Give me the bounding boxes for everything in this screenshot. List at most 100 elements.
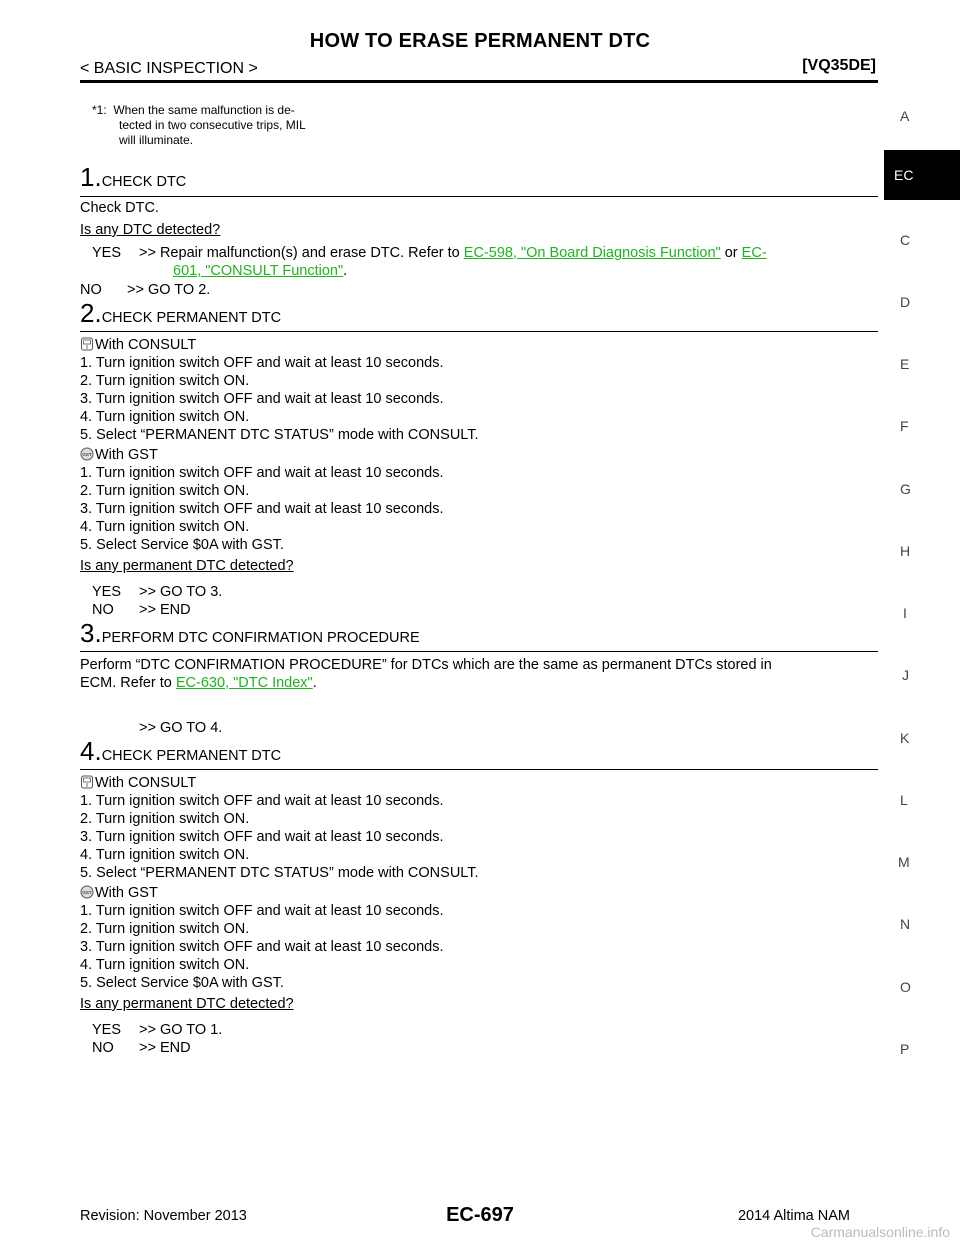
side-index-e[interactable]: E <box>900 356 910 372</box>
consult-block: With CONSULT 1. Turn ignition switch OFF… <box>80 774 878 1013</box>
watermark: Carmanualsonline.info <box>810 1224 950 1240</box>
step-rule <box>80 196 878 197</box>
side-index-p[interactable]: P <box>900 1041 910 1057</box>
step-2-heading: 2.CHECK PERMANENT DTC <box>80 298 878 329</box>
svg-text:GST: GST <box>82 452 92 457</box>
step-question: Is any DTC detected? <box>80 222 221 238</box>
model-label: [VQ35DE] <box>802 57 876 74</box>
step-number: 4. <box>80 736 102 766</box>
link-on-board-diagnosis[interactable]: EC-598, "On Board Diagnosis Function" <box>463 245 721 261</box>
answer-label: NO <box>92 1040 114 1056</box>
link-dtc-index[interactable]: EC-630, "DTC Index" <box>175 675 313 691</box>
answer-no: NO >> END <box>92 1039 878 1057</box>
refer-text: ECM. Refer to <box>80 675 172 691</box>
answer-text: >> GO TO 3. <box>139 584 223 600</box>
consult-heading: With CONSULT <box>95 337 197 353</box>
answer-yes: YES >> GO TO 3. <box>92 583 878 601</box>
step-body: Check DTC. <box>80 200 159 216</box>
svg-text:GST: GST <box>82 890 92 895</box>
procedure-step: 3. Turn ignition switch OFF and wait at … <box>80 829 444 845</box>
side-index-ec-tab[interactable]: EC <box>884 150 960 200</box>
procedure-step: 2. Turn ignition switch ON. <box>80 373 250 389</box>
procedure-step: 1. Turn ignition switch OFF and wait at … <box>80 355 444 371</box>
procedure-step: 1. Turn ignition switch OFF and wait at … <box>80 903 444 919</box>
step-number: 3. <box>80 618 102 648</box>
period: . <box>343 263 348 279</box>
procedure-step: 2. Turn ignition switch ON. <box>80 483 250 499</box>
procedure-step: 1. Turn ignition switch OFF and wait at … <box>80 465 444 481</box>
step-rule <box>80 331 878 332</box>
page-title: HOW TO ERASE PERMANENT DTC <box>309 30 651 52</box>
side-index-g[interactable]: G <box>900 481 911 497</box>
step-title: CHECK PERMANENT DTC <box>101 748 282 764</box>
side-index-i[interactable]: I <box>903 605 907 621</box>
step-3-heading: 3.PERFORM DTC CONFIRMATION PROCEDURE <box>80 618 878 649</box>
procedure-step: 3. Turn ignition switch OFF and wait at … <box>80 939 444 955</box>
answer-label: NO <box>92 602 114 618</box>
side-index-f[interactable]: F <box>900 418 909 434</box>
side-index-c[interactable]: C <box>900 232 911 248</box>
step-body: Perform “DTC CONFIRMATION PROCEDURE” for… <box>80 657 772 673</box>
step-rule <box>80 651 878 652</box>
answer-text: >> Repair malfunction(s) and erase DTC. … <box>139 245 460 261</box>
side-index-n[interactable]: N <box>900 916 911 932</box>
step-number: 1. <box>80 162 102 192</box>
answer-label: YES <box>92 1022 122 1038</box>
header-rule <box>80 80 878 83</box>
link-consult-function[interactable]: 601, "CONSULT Function" <box>173 263 344 279</box>
footnote-line: When the same malfunction is de- <box>113 103 295 117</box>
answer-label: YES <box>92 584 122 600</box>
side-index-d[interactable]: D <box>900 294 911 310</box>
step-rule <box>80 769 878 770</box>
procedure-step: 5. Select “PERMANENT DTC STATUS” mode wi… <box>80 427 479 443</box>
consult-block: With CONSULT 1. Turn ignition switch OFF… <box>80 336 878 575</box>
answer-text: >> GO TO 2. <box>127 282 211 298</box>
answer-no: NO>> GO TO 2. <box>80 281 866 299</box>
side-index-m[interactable]: M <box>898 854 910 870</box>
procedure-step: 5. Select Service $0A with GST. <box>80 537 284 553</box>
procedure-step: 5. Select “PERMANENT DTC STATUS” mode wi… <box>80 865 479 881</box>
side-index-h[interactable]: H <box>900 543 911 559</box>
consult-icon <box>81 775 93 789</box>
answer-label: YES <box>92 245 122 261</box>
procedure-step: 3. Turn ignition switch OFF and wait at … <box>80 501 444 517</box>
procedure-step: 4. Turn ignition switch ON. <box>80 847 250 863</box>
or-text: or <box>724 245 738 261</box>
step-question: Is any permanent DTC detected? <box>80 558 294 574</box>
answer-text: >> END <box>139 602 191 618</box>
link-consult-function-start[interactable]: EC- <box>741 245 767 261</box>
step-title: CHECK PERMANENT DTC <box>101 310 282 326</box>
step-title: CHECK DTC <box>101 174 187 190</box>
gst-heading: With GST <box>95 885 158 901</box>
step-4-heading: 4.CHECK PERMANENT DTC <box>80 736 878 767</box>
answer-text: >> END <box>139 1040 191 1056</box>
goto-step-4: >> GO TO 4. <box>139 720 223 736</box>
procedure-step: 1. Turn ignition switch OFF and wait at … <box>80 793 444 809</box>
consult-heading: With CONSULT <box>95 775 197 791</box>
step-question: Is any permanent DTC detected? <box>80 996 294 1012</box>
side-index-j[interactable]: J <box>902 667 909 683</box>
step-title: PERFORM DTC CONFIRMATION PROCEDURE <box>101 630 420 646</box>
step-body-line2: ECM. Refer to EC-630, "DTC Index". <box>80 674 878 692</box>
consult-icon <box>81 337 93 351</box>
answer-no: NO >> END <box>92 601 878 619</box>
side-index-ec-label: EC <box>894 167 914 183</box>
procedure-step: 4. Turn ignition switch ON. <box>80 409 250 425</box>
footer-page-number: EC-697 <box>446 1204 514 1226</box>
footer-revision: Revision: November 2013 <box>80 1208 247 1224</box>
answer-yes: YES >> Repair malfunction(s) and erase DT… <box>92 244 878 262</box>
side-index-l[interactable]: L <box>900 792 908 808</box>
step-number: 2. <box>80 298 102 328</box>
side-index-k[interactable]: K <box>900 730 910 746</box>
gst-heading: With GST <box>95 447 158 463</box>
footnote-line: tected in two consecutive trips, MIL <box>119 118 306 132</box>
footnote: *1: When the same malfunction is de- tec… <box>92 103 362 148</box>
gst-icon: GST <box>80 885 94 899</box>
side-index-a[interactable]: A <box>900 108 910 124</box>
procedure-step: 2. Turn ignition switch ON. <box>80 921 250 937</box>
answer-yes: YES>> GO TO 1. <box>92 1021 878 1039</box>
footnote-marker: *1: <box>92 103 107 117</box>
side-index-o[interactable]: O <box>900 979 911 995</box>
procedure-step: 5. Select Service $0A with GST. <box>80 975 284 991</box>
footer-model: 2014 Altima NAM <box>737 1208 850 1224</box>
